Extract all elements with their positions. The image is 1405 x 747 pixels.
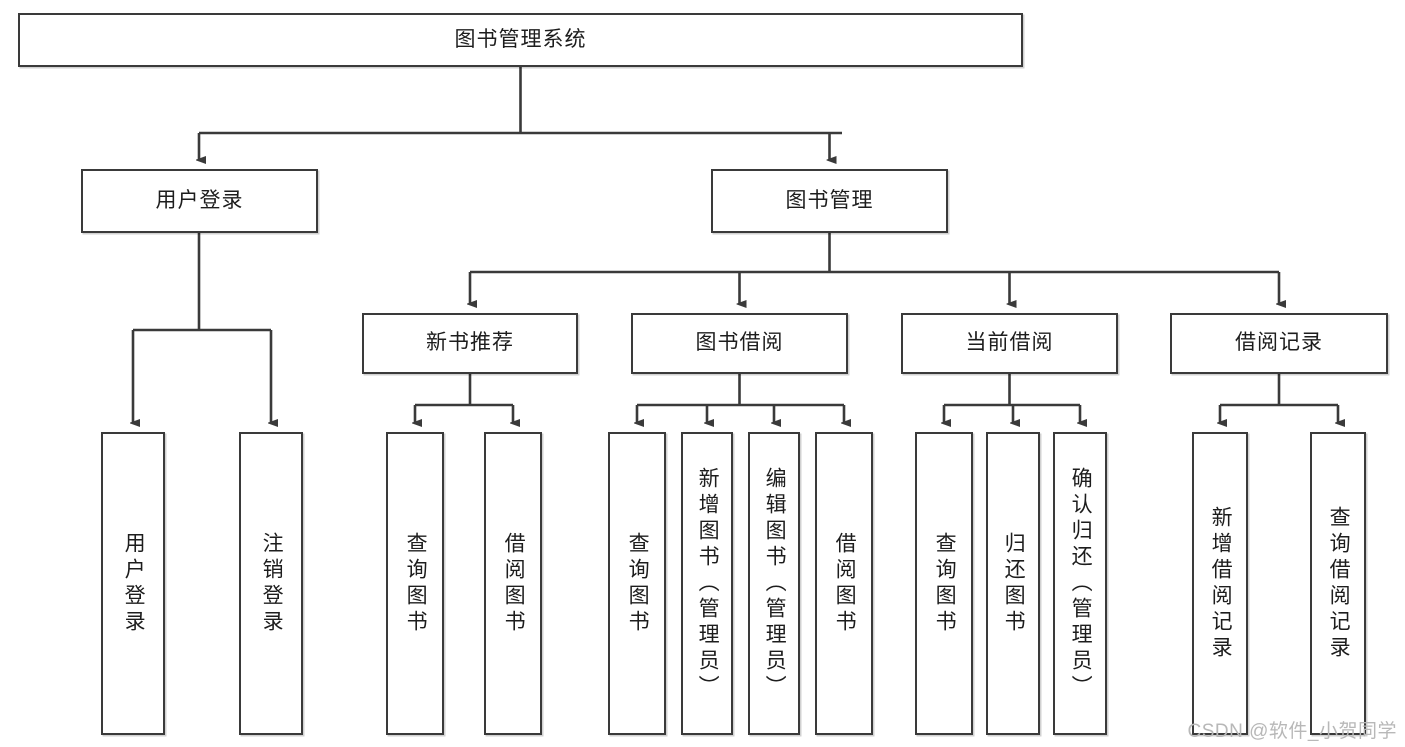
node-user-login-label: 用户登录: [155, 188, 244, 212]
node-borrow-record-label: 借阅记录: [1235, 331, 1323, 355]
leaf-query-book-newbook[interactable]: 查询图书: [386, 432, 444, 735]
leaf-add-borrow-record-label: 新增借阅记录: [1209, 505, 1233, 662]
leaf-confirm-return-admin-label: 确认归还（管理员）: [1069, 466, 1093, 701]
leaf-add-book-admin[interactable]: 新增图书（管理员）: [681, 432, 733, 735]
leaf-query-borrow-record-label: 查询借阅记录: [1327, 505, 1351, 662]
node-book-borrow-label: 图书借阅: [695, 331, 784, 355]
node-current-borrow[interactable]: 当前借阅: [901, 313, 1118, 374]
leaf-add-borrow-record[interactable]: 新增借阅记录: [1192, 432, 1248, 735]
leaf-confirm-return-admin[interactable]: 确认归还（管理员）: [1053, 432, 1107, 735]
leaf-query-book-newbook-label: 查询图书: [404, 531, 428, 636]
node-book-borrow[interactable]: 图书借阅: [631, 313, 848, 374]
leaf-borrow-book[interactable]: 借阅图书: [815, 432, 873, 735]
node-new-book-recommend-label: 新书推荐: [426, 331, 514, 355]
node-book-management-label: 图书管理: [785, 188, 874, 212]
leaf-borrow-book-newbook[interactable]: 借阅图书: [484, 432, 542, 735]
node-user-login[interactable]: 用户登录: [81, 169, 318, 233]
leaf-query-borrow-record[interactable]: 查询借阅记录: [1310, 432, 1366, 735]
node-root-label: 图书管理系统: [454, 27, 587, 51]
node-borrow-record[interactable]: 借阅记录: [1170, 313, 1388, 374]
leaf-return-book[interactable]: 归还图书: [986, 432, 1040, 735]
leaf-add-book-admin-label: 新增图书（管理员）: [696, 466, 720, 701]
node-book-management[interactable]: 图书管理: [711, 169, 948, 233]
csdn-watermark: CSDN @软件_小贺同学: [1187, 721, 1397, 742]
leaf-user-login[interactable]: 用户登录: [101, 432, 165, 735]
leaf-query-book-borrow-label: 查询图书: [626, 531, 650, 636]
leaf-borrow-book-label: 借阅图书: [833, 531, 857, 636]
leaf-query-book-current[interactable]: 查询图书: [915, 432, 973, 735]
leaf-return-book-label: 归还图书: [1002, 531, 1026, 636]
leaf-logout-login[interactable]: 注销登录: [239, 432, 303, 735]
leaf-logout-login-label: 注销登录: [260, 531, 284, 636]
leaf-query-book-current-label: 查询图书: [933, 531, 957, 636]
node-root[interactable]: 图书管理系统: [18, 13, 1023, 67]
leaf-user-login-label: 用户登录: [122, 531, 146, 636]
leaf-borrow-book-newbook-label: 借阅图书: [502, 531, 526, 636]
leaf-edit-book-admin[interactable]: 编辑图书（管理员）: [748, 432, 800, 735]
leaf-query-book-borrow[interactable]: 查询图书: [608, 432, 666, 735]
node-current-borrow-label: 当前借阅: [965, 331, 1054, 355]
leaf-edit-book-admin-label: 编辑图书（管理员）: [763, 466, 787, 701]
node-new-book-recommend[interactable]: 新书推荐: [362, 313, 578, 374]
